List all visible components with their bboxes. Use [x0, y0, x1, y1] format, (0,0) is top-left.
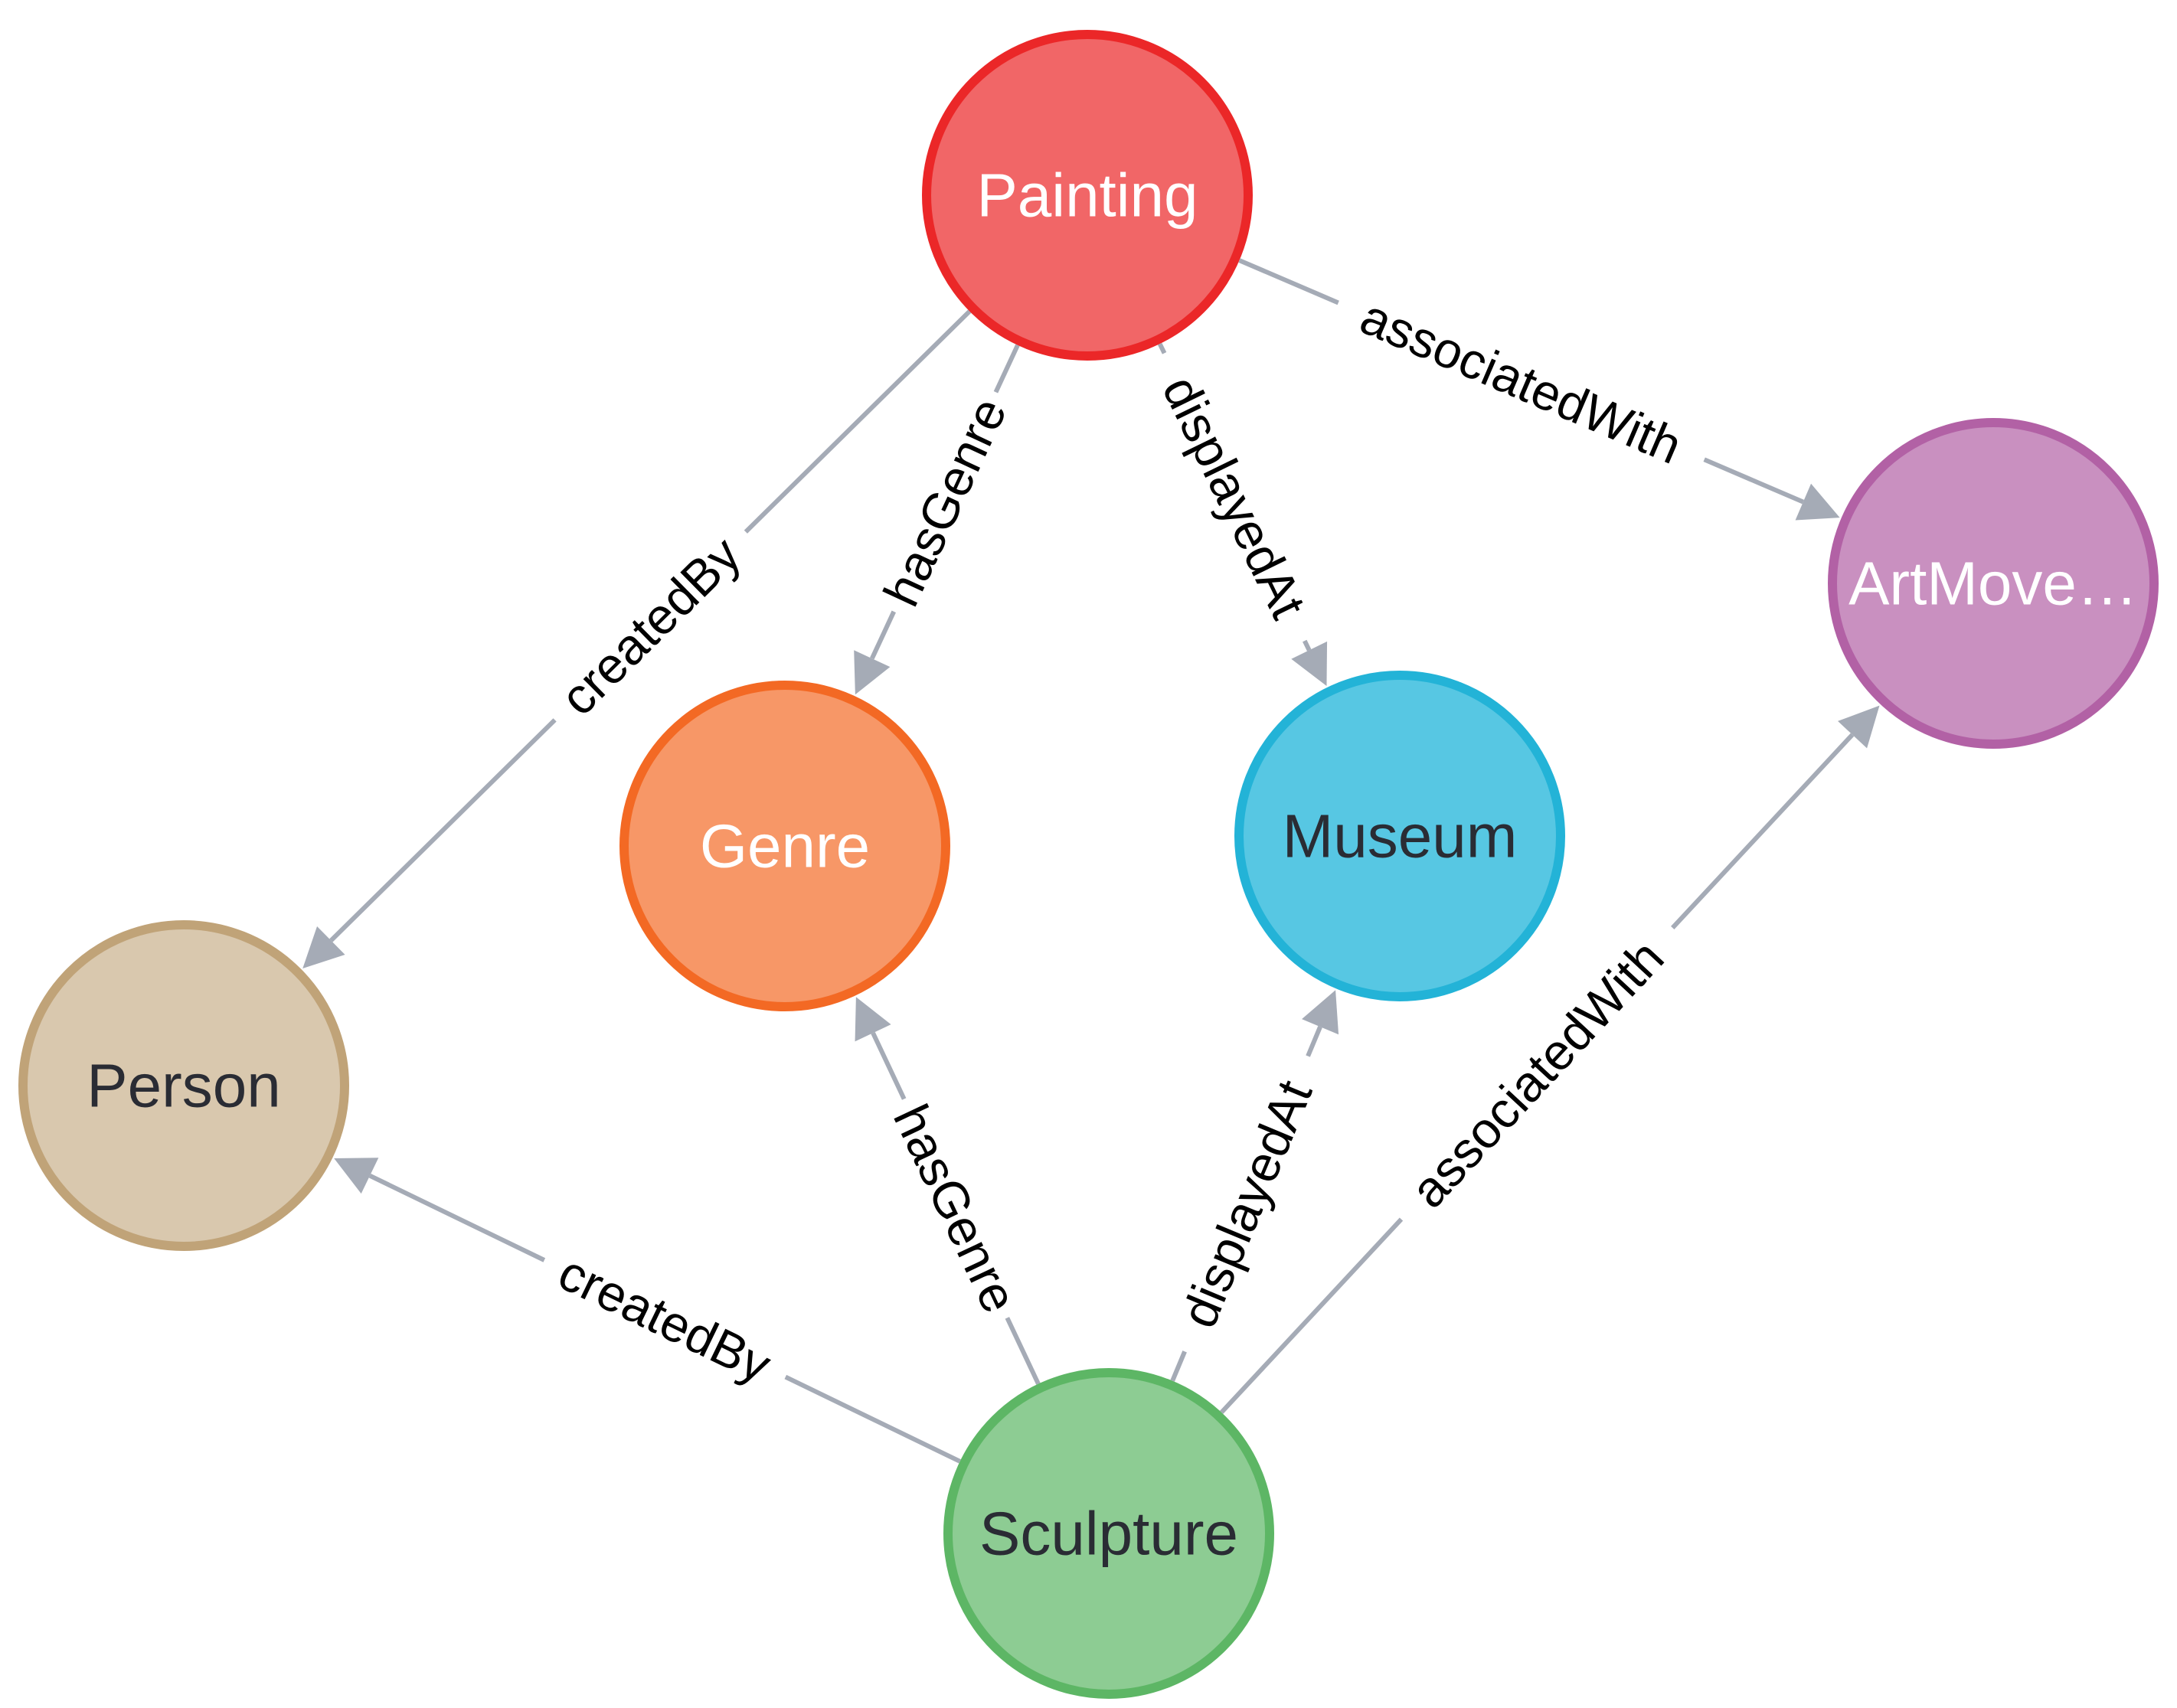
edge-arrowhead	[334, 1158, 379, 1194]
edge-line	[329, 718, 557, 942]
edge-arrowhead	[1291, 641, 1328, 687]
edge-line	[1157, 342, 1167, 354]
node-museum[interactable]: Museum	[1234, 671, 1565, 1001]
edge-line	[744, 309, 972, 534]
edge-line	[1306, 1026, 1322, 1057]
edge-line	[870, 610, 897, 660]
edge-line	[1219, 1217, 1404, 1414]
edge-line	[993, 344, 1020, 394]
node-caption: Genre	[700, 812, 870, 880]
node-circle	[943, 1368, 1274, 1699]
node-caption: ArtMove…	[1848, 550, 2138, 618]
node-caption: Museum	[1283, 802, 1518, 870]
edge-line	[1170, 1350, 1187, 1382]
edge-label: displayedAt	[1152, 367, 1317, 627]
node-genre[interactable]: Genre	[619, 681, 950, 1011]
edge-painting-displayedAt-museum[interactable]: displayedAt	[1152, 342, 1328, 687]
node-caption: Sculpture	[979, 1500, 1238, 1568]
edge-line	[784, 1374, 961, 1464]
node-sculpture[interactable]: Sculpture	[943, 1368, 1274, 1699]
edge-arrowhead	[854, 650, 891, 695]
edge-line	[1303, 639, 1312, 652]
edge-label: createdBy	[550, 1243, 780, 1393]
node-circle	[18, 920, 349, 1251]
edge-line	[368, 1173, 546, 1262]
edge-line	[1005, 1317, 1041, 1385]
node-circle	[1828, 418, 2159, 749]
edge-arrowhead	[302, 926, 345, 968]
node-caption: Person	[87, 1052, 280, 1120]
edge-line	[871, 1031, 907, 1100]
edge-sculpture-displayedAt-museum[interactable]: displayedAt	[1170, 990, 1339, 1382]
edge-line	[1703, 457, 1805, 505]
edge-sculpture-hasGenre-genre[interactable]: hasGenre	[855, 997, 1041, 1385]
edge-label: hasGenre	[883, 1096, 1028, 1321]
edge-arrowhead	[855, 997, 891, 1042]
edge-painting-associatedWith-artmovement[interactable]: associatedWith	[1238, 258, 1840, 521]
edge-line	[1671, 733, 1855, 929]
node-person[interactable]: Person	[18, 920, 349, 1251]
edge-arrowhead	[1838, 705, 1880, 749]
edge-arrowhead	[1302, 990, 1339, 1035]
edge-line	[1238, 258, 1339, 305]
edge-label: associatedWith	[1352, 288, 1689, 475]
node-artmovement[interactable]: ArtMove…	[1828, 418, 2159, 749]
edge-label: displayedAt	[1170, 1073, 1323, 1335]
edge-painting-hasGenre-genre[interactable]: hasGenre	[854, 344, 1020, 695]
node-circle	[619, 681, 950, 1011]
node-painting[interactable]: Painting	[922, 30, 1253, 361]
edge-sculpture-createdBy-person[interactable]: createdBy	[334, 1158, 961, 1464]
edge-label: hasGenre	[872, 389, 1017, 614]
edge-arrowhead	[1795, 483, 1840, 521]
node-circle	[1234, 671, 1565, 1001]
node-caption: Painting	[976, 162, 1198, 230]
node-circle	[922, 30, 1253, 361]
